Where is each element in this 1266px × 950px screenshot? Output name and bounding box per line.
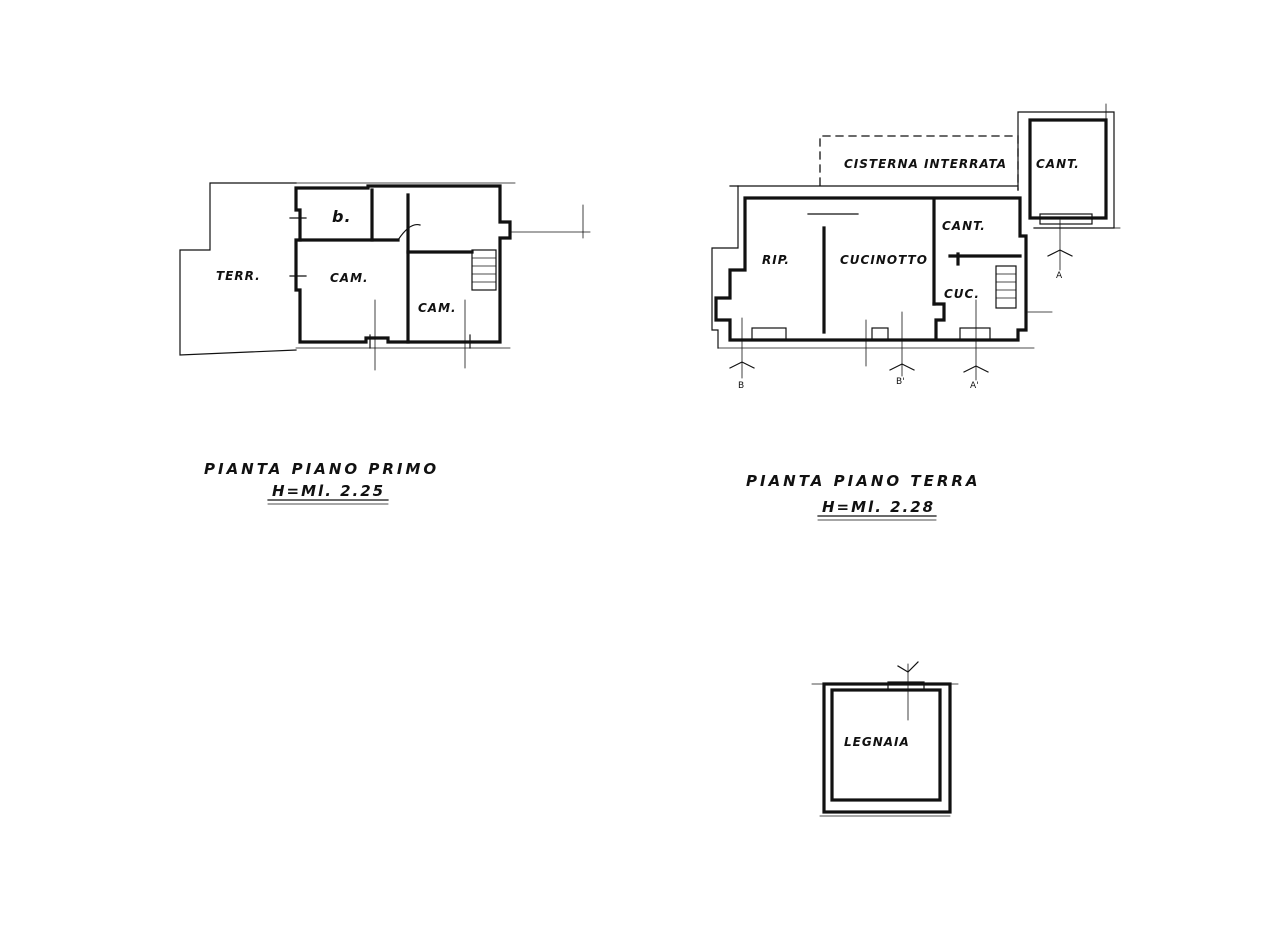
door-arc (397, 223, 421, 241)
first-floor-outer-wall (294, 184, 512, 344)
window-recess (959, 327, 991, 341)
woodshed-door (887, 681, 925, 691)
window-recess (1039, 213, 1093, 225)
section-arrow (889, 363, 915, 371)
ground-floor-height: H=Ml. 2.28 (822, 498, 935, 516)
cellar-tower-wall (1028, 118, 1108, 220)
label-cellar-small: CANT. (942, 219, 986, 233)
section-arrow (963, 365, 989, 373)
ground-floor-outer-wall (714, 196, 1028, 342)
ground-floor-plan: CISTERNA INTERRATA CANT. CANT. RIP. CUCI… (711, 103, 1121, 391)
section-arrow (897, 661, 919, 673)
label-kitchen-2: CUC. (944, 287, 980, 301)
label-cistern: CISTERNA INTERRATA (844, 157, 1007, 171)
section-mark: A' (970, 381, 979, 391)
wall-cuc-left (932, 302, 946, 340)
first-floor-plan: TERR. b. CAM. CAM. (179, 182, 591, 371)
section-arrow (729, 361, 755, 369)
first-floor-height: H=Ml. 2.25 (272, 482, 385, 500)
first-floor-title: PIANTA PIANO PRIMO (204, 460, 439, 478)
ground-floor-frame-left (711, 185, 739, 349)
section-mark: B' (896, 377, 905, 387)
cellar-tower-outer (1017, 111, 1115, 229)
window-recess (871, 327, 889, 341)
label-kitchen: CUCINOTTO (840, 253, 928, 267)
woodshed-plan: LEGNAIA (811, 661, 959, 817)
section-arrow (1047, 249, 1073, 257)
label-bath: b. (332, 207, 352, 226)
label-terrace: TERR. (216, 269, 261, 283)
label-cellar-large: CANT. (1036, 157, 1080, 171)
window-recess (751, 327, 787, 341)
label-storage: RIP. (762, 253, 790, 267)
ground-stair-box (995, 265, 1017, 309)
section-mark: B (738, 381, 744, 391)
section-mark: A (1056, 271, 1063, 281)
label-bedroom-1: CAM. (330, 271, 369, 285)
terrace-outline (179, 182, 297, 356)
label-woodshed: LEGNAIA (844, 735, 910, 749)
woodshed-inner-wall (830, 688, 942, 802)
ground-floor-title: PIANTA PIANO TERRA (746, 472, 981, 490)
label-bedroom-2: CAM. (418, 301, 457, 315)
stair-box (471, 249, 497, 291)
